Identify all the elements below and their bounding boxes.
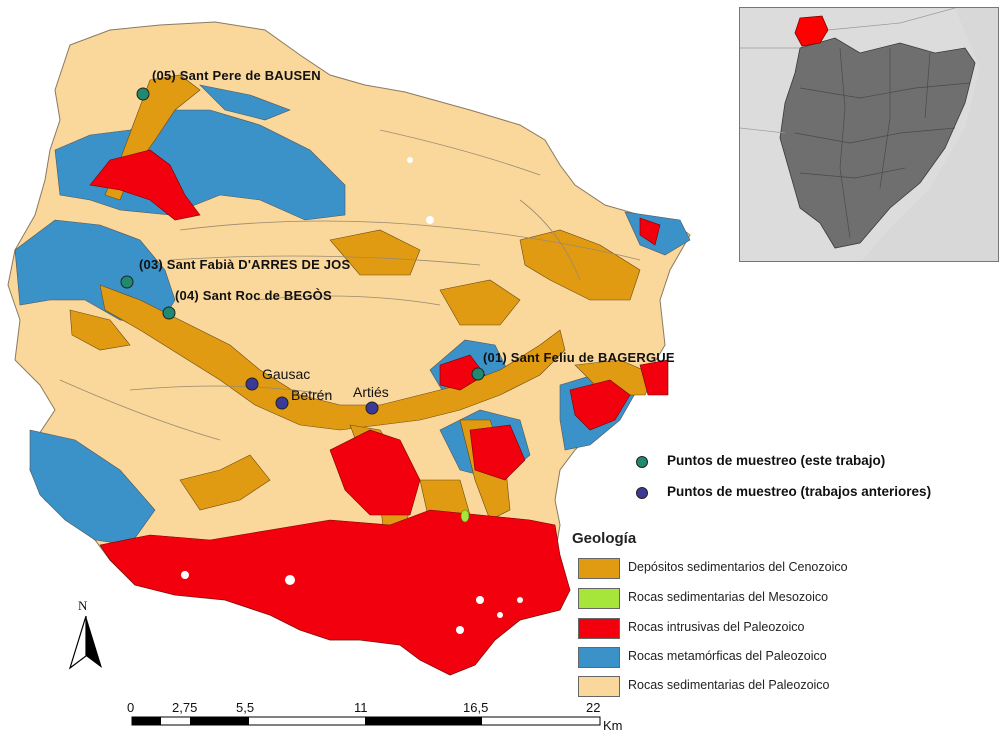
scale: 0 2,75 5,5 11 16,5 22 Km xyxy=(0,700,660,738)
swatch-mesozoico xyxy=(578,588,620,609)
town-label-betren: Betrén xyxy=(291,387,333,403)
legend-label-mesozoico: Rocas sedimentarias del Mesozoico xyxy=(628,590,829,604)
inset-borders xyxy=(794,47,971,239)
region-cenozoico-center xyxy=(329,229,421,276)
site-label-bagergue: (01) Sant Feliu de BAGERGUE xyxy=(483,350,675,365)
region-cenozoico-sw xyxy=(179,454,271,511)
legend-label-cenozoico: Depósitos sedimentarios del Cenozoico xyxy=(628,560,848,574)
legend-label-intrusivas: Rocas intrusivas del Paleozoico xyxy=(628,620,805,634)
inset-highlight-val-daran xyxy=(794,15,829,47)
swatch-metamorficas xyxy=(578,647,620,668)
scale-tick-2: 5,5 xyxy=(236,700,255,715)
scale-tick-1: 2,75 xyxy=(172,700,198,715)
town-point-gausac[interactable] xyxy=(245,377,259,391)
region-cenozoico-main xyxy=(99,284,566,431)
site-label-arres: (03) Sant Fabià D'ARRES DE JOS xyxy=(139,257,351,272)
region-cenozoico-ne xyxy=(439,279,521,326)
scale-tick-0: 0 xyxy=(127,700,135,715)
site-label-begos: (04) Sant Roc de BEGÒS xyxy=(175,288,332,303)
site-label-bausen: (05) Sant Pere de BAUSEN xyxy=(152,68,321,83)
region-intrusivas-bagergue xyxy=(439,354,486,391)
region-intrusivas-center2 xyxy=(469,424,526,481)
scale-tick-5: 22 xyxy=(586,700,601,715)
region-mesozoico xyxy=(460,509,470,523)
north-arrow-icon xyxy=(68,615,102,670)
region-intrusivas-ne xyxy=(639,217,661,246)
scale-bar xyxy=(131,716,601,726)
town-point-arties[interactable] xyxy=(365,401,379,415)
inset-sea xyxy=(861,8,998,261)
north-label: N xyxy=(78,598,88,613)
region-cenozoico-west xyxy=(69,309,131,351)
scale-tick-4: 16,5 xyxy=(463,700,489,715)
geology-legend: Geología Depósitos sedimentarios del Cen… xyxy=(572,530,882,705)
site-point-bausen[interactable] xyxy=(136,87,150,101)
site-point-arres[interactable] xyxy=(120,275,134,289)
inset-catalonia xyxy=(779,37,976,249)
region-intrusivas-north xyxy=(89,149,201,221)
teal-circle-icon xyxy=(636,456,648,468)
town-label-gausac: Gausac xyxy=(262,366,311,382)
boundary-lines xyxy=(59,129,641,441)
geology-legend-title: Geología xyxy=(572,530,637,547)
legend-label-metamorficas: Rocas metamórficas del Paleozoico xyxy=(628,649,827,663)
region-intrusivas-center xyxy=(329,429,421,516)
inset-locator-map xyxy=(739,7,999,262)
swatch-intrusivas xyxy=(578,618,620,639)
region-intrusivas-east xyxy=(569,379,631,431)
region-cenozoico-east xyxy=(519,229,641,301)
inset-outer-lines xyxy=(740,8,956,134)
legend-point-anteriores: Puntos de muestreo (trabajos anteriores) xyxy=(667,484,932,499)
swatch-sedimentarias-paleozoico xyxy=(578,676,620,697)
site-point-bagergue[interactable] xyxy=(471,367,485,381)
swatch-cenozoico xyxy=(578,558,620,579)
legend-point-este: Puntos de muestreo (este trabajo) xyxy=(667,453,886,468)
legend-label-sedimentarias-paleozoico: Rocas sedimentarias del Paleozoico xyxy=(628,678,830,692)
region-intrusivas-south xyxy=(99,509,571,676)
lakes xyxy=(181,157,523,634)
town-label-arties: Artiés xyxy=(353,384,389,400)
scale-unit: Km xyxy=(603,718,623,733)
scale-tick-3: 11 xyxy=(354,700,368,715)
town-point-betren[interactable] xyxy=(275,396,289,410)
region-intrusivas-east2 xyxy=(639,359,669,396)
site-point-begos[interactable] xyxy=(162,306,176,320)
region-metamorficas-4 xyxy=(199,84,291,121)
purple-circle-icon xyxy=(636,487,648,499)
